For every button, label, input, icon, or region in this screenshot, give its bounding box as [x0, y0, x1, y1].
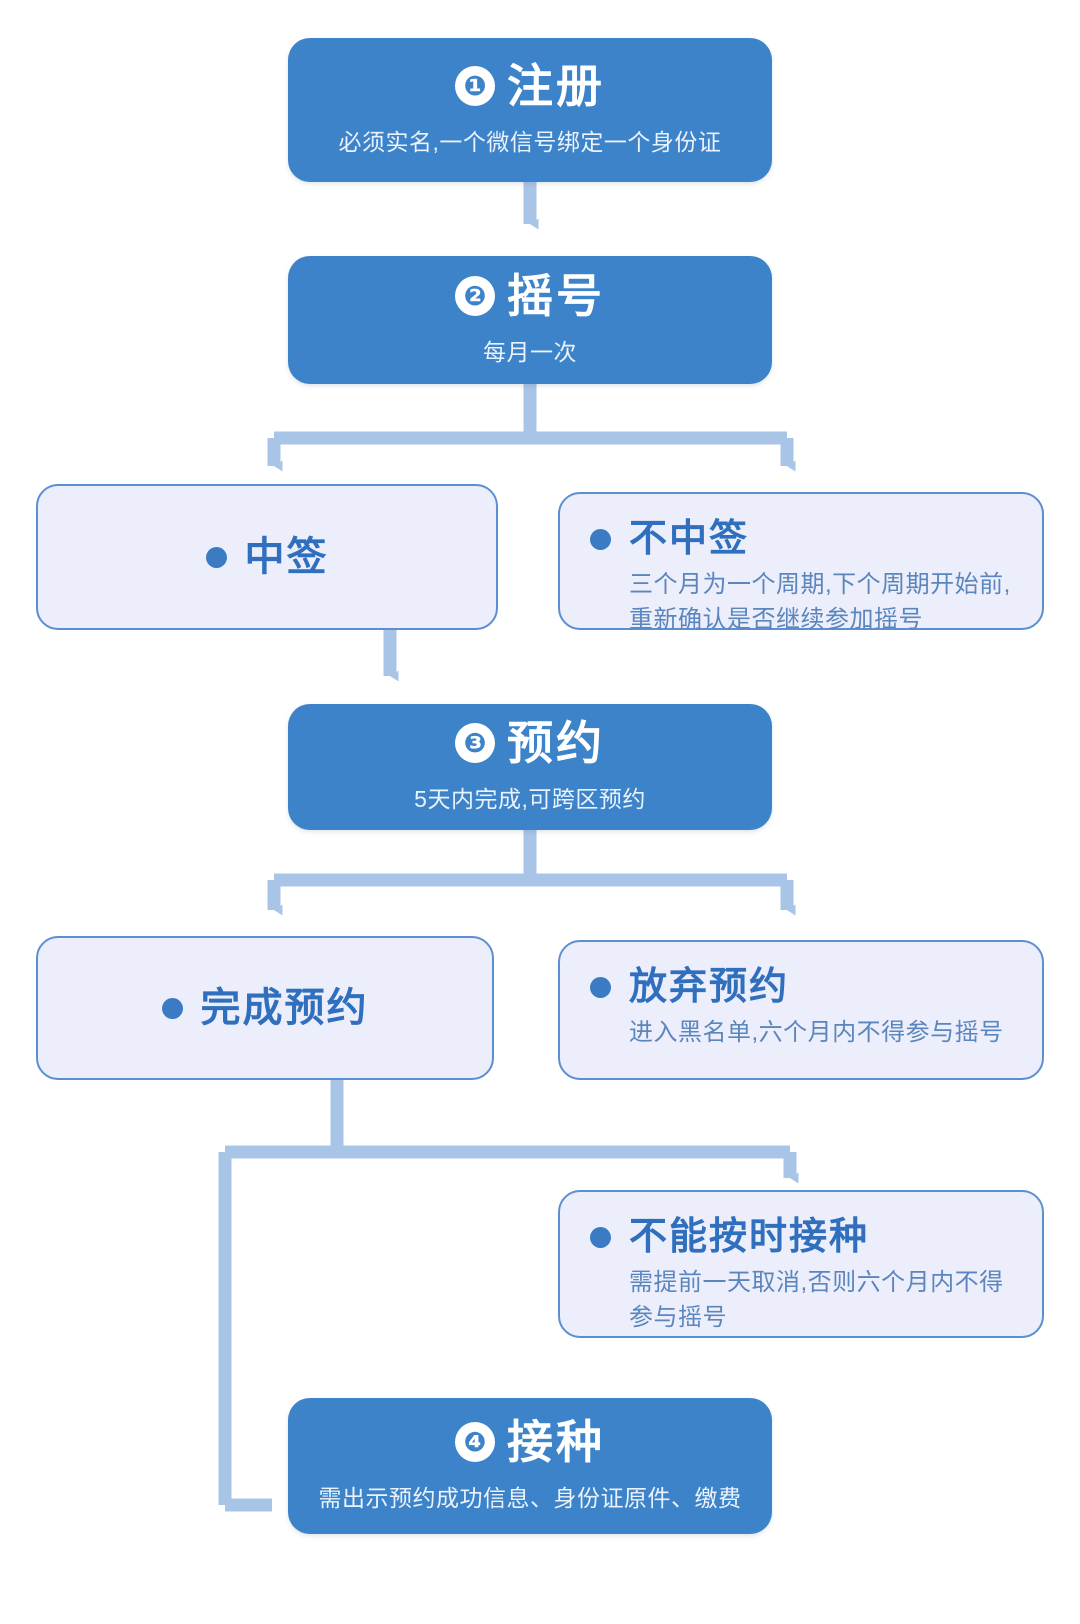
bullet-dot-icon [590, 1227, 611, 1249]
outcome-appointment-abandon-title: 放弃预约 [629, 966, 790, 1008]
outcome-appointment-done[interactable]: 完成预约 [36, 936, 494, 1080]
step-lottery[interactable]: ❷ 摇号 每月一次 [288, 256, 772, 384]
outcome-cannot-attend-title: 不能按时接种 [629, 1216, 870, 1258]
step-lottery-subtitle: 每月一次 [483, 339, 577, 365]
step-register-title: 注册 [507, 60, 605, 112]
step-register[interactable]: ❶ 注册 必须实名,一个微信号绑定一个身份证 [288, 38, 772, 182]
outcome-appointment-done-heading: 完成预约 [161, 986, 369, 1030]
bullet-dot-icon [590, 529, 611, 551]
outcome-appointment-abandon-heading: 放弃预约 [590, 966, 1016, 1008]
step-register-subtitle: 必须实名,一个微信号绑定一个身份证 [338, 129, 722, 155]
step-number-badge-1: ❶ [455, 66, 495, 106]
step-vaccinate-subtitle: 需出示预约成功信息、身份证原件、缴费 [318, 1485, 742, 1511]
bullet-dot-icon [161, 997, 183, 1019]
outcome-cannot-attend[interactable]: 不能按时接种 需提前一天取消,否则六个月内不得参与摇号 [558, 1190, 1044, 1338]
step-number-badge-4: ❹ [455, 1422, 495, 1462]
step-lottery-heading: ❷ 摇号 [455, 273, 605, 319]
outcome-cannot-attend-subtitle: 需提前一天取消,否则六个月内不得参与摇号 [629, 1268, 1004, 1331]
outcome-not-won[interactable]: 不中签 三个月为一个周期,下个周期开始前,重新确认是否继续参加摇号 [558, 492, 1044, 633]
step-number-badge-3: ❸ [455, 723, 495, 763]
step-appointment-heading: ❸ 预约 [455, 720, 605, 766]
step-register-heading: ❶ 注册 [455, 63, 605, 109]
step-lottery-title: 摇号 [507, 270, 605, 322]
step-vaccinate[interactable]: ❹ 接种 需出示预约成功信息、身份证原件、缴费 [288, 1398, 772, 1534]
step-appointment-subtitle: 5天内完成,可跨区预约 [414, 786, 646, 812]
step-number-badge-2: ❷ [455, 276, 495, 316]
outcome-appointment-done-title: 完成预约 [200, 986, 369, 1030]
step-vaccinate-heading: ❹ 接种 [455, 1419, 605, 1465]
step-appointment-title: 预约 [507, 717, 605, 769]
outcome-won-heading: 中签 [205, 535, 329, 579]
bullet-dot-icon [205, 546, 227, 568]
outcome-not-won-heading: 不中签 [590, 518, 1016, 560]
outcome-won[interactable]: 中签 [36, 484, 498, 630]
outcome-appointment-abandon[interactable]: 放弃预约 进入黑名单,六个月内不得参与摇号 [558, 940, 1044, 1080]
outcome-appointment-abandon-subtitle: 进入黑名单,六个月内不得参与摇号 [629, 1018, 1004, 1046]
outcome-won-title: 中签 [244, 535, 329, 579]
outcome-cannot-attend-heading: 不能按时接种 [590, 1216, 1016, 1258]
step-appointment[interactable]: ❸ 预约 5天内完成,可跨区预约 [288, 704, 772, 830]
outcome-not-won-title: 不中签 [629, 518, 750, 560]
outcome-not-won-subtitle: 三个月为一个周期,下个周期开始前,重新确认是否继续参加摇号 [629, 570, 1011, 633]
bullet-dot-icon [590, 977, 611, 999]
step-vaccinate-title: 接种 [507, 1416, 605, 1468]
